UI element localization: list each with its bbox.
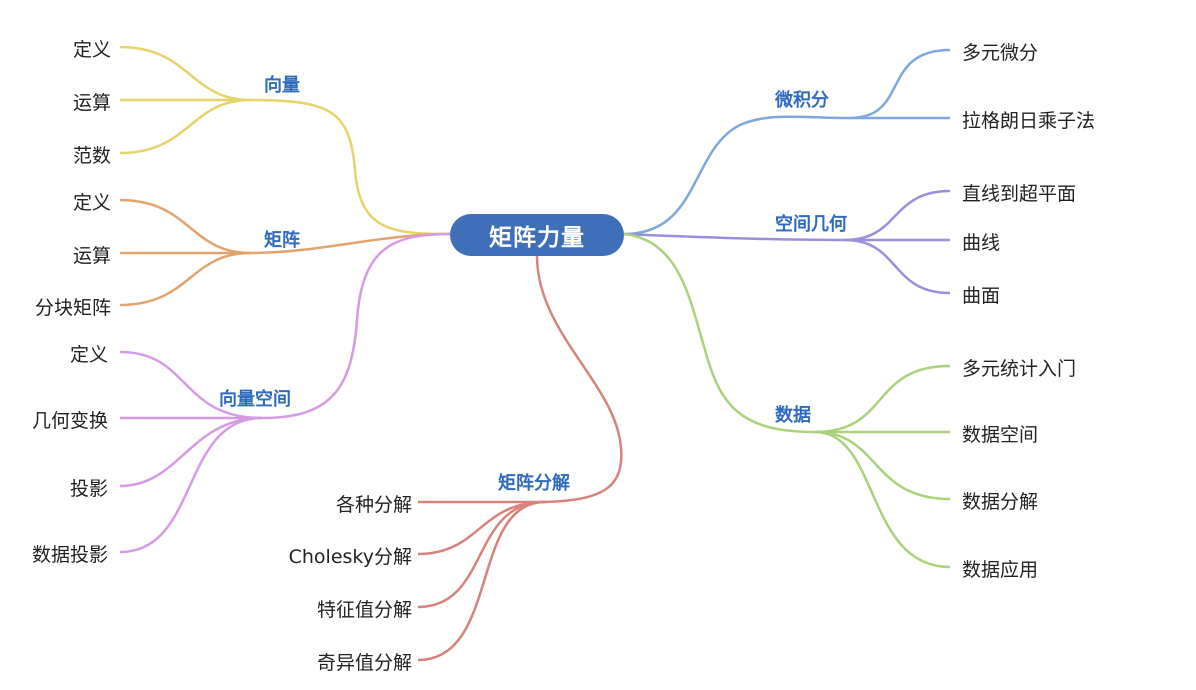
leaf-lagrange[interactable]: 拉格朗日乘子法 — [962, 110, 1096, 132]
leaf-data-space[interactable]: 数据空间 — [962, 424, 1039, 446]
leaf-data-application[interactable]: 数据应用 — [962, 559, 1039, 581]
leaf-vector-operations[interactable]: 运算 — [72, 92, 111, 114]
link-vector-2 — [119, 98, 251, 155]
link-root-vectorspace — [261, 232, 451, 420]
leaf-geometric-transform[interactable]: 几何变换 — [31, 410, 108, 432]
link-data-2 — [814, 430, 951, 501]
branch-matrix[interactable]: 矩阵 — [264, 230, 300, 251]
leaf-block-matrix[interactable]: 分块矩阵 — [34, 297, 111, 319]
leaf-cholesky[interactable]: Cholesky分解 — [288, 546, 412, 568]
root-node[interactable]: 矩阵力量 — [450, 214, 624, 256]
branch-vector[interactable]: 向量 — [264, 75, 300, 96]
link-decomposition-3 — [417, 500, 546, 662]
leaf-multivariate-stats[interactable]: 多元统计入门 — [962, 358, 1077, 380]
link-geometry-2 — [844, 238, 951, 295]
leaf-projection[interactable]: 投影 — [69, 478, 108, 500]
link-calculus-0 — [849, 48, 951, 120]
link-decomposition-2 — [417, 500, 546, 609]
leaf-curve[interactable]: 曲线 — [962, 232, 1001, 254]
leaf-matrix-operations[interactable]: 运算 — [72, 245, 111, 267]
link-data-3 — [814, 430, 951, 569]
leaf-vector-definition[interactable]: 定义 — [72, 39, 111, 61]
leaf-various-decomp[interactable]: 各种分解 — [335, 494, 412, 516]
leaf-data-decomp[interactable]: 数据分解 — [962, 491, 1039, 513]
link-vectorspace-2 — [119, 416, 263, 488]
leaf-data-projection[interactable]: 数据投影 — [31, 544, 108, 566]
link-root-calculus — [623, 115, 851, 236]
leaf-vector-norm[interactable]: 范数 — [72, 145, 111, 167]
link-matrix-0 — [119, 198, 251, 255]
leaf-surface[interactable]: 曲面 — [962, 285, 1001, 307]
link-decomposition-1 — [417, 500, 546, 556]
leaf-space-definition[interactable]: 定义 — [69, 344, 108, 366]
link-vectorspace-3 — [119, 416, 263, 554]
branch-vector-space[interactable]: 向量空间 — [219, 389, 291, 410]
leaf-multivariate-diff[interactable]: 多元微分 — [962, 42, 1039, 64]
branch-decomposition[interactable]: 矩阵分解 — [498, 473, 570, 494]
leaf-eigen-decomp[interactable]: 特征值分解 — [316, 599, 412, 621]
link-geometry-0 — [844, 189, 951, 242]
leaf-matrix-definition[interactable]: 定义 — [72, 192, 111, 214]
link-vectorspace-0 — [119, 350, 263, 420]
link-data-0 — [814, 364, 951, 434]
branch-data[interactable]: 数据 — [775, 405, 811, 426]
leaf-line-to-hyperplane[interactable]: 直线到超平面 — [962, 183, 1077, 205]
branch-geometry[interactable]: 空间几何 — [775, 214, 847, 235]
link-root-vector — [249, 98, 451, 236]
leaf-svd[interactable]: 奇异值分解 — [316, 652, 412, 674]
link-root-decomposition — [535, 255, 623, 504]
link-matrix-2 — [119, 251, 251, 307]
link-root-data — [623, 232, 816, 434]
branch-calculus[interactable]: 微积分 — [775, 90, 829, 111]
link-vector-0 — [119, 45, 251, 102]
link-root-geometry — [623, 232, 846, 242]
